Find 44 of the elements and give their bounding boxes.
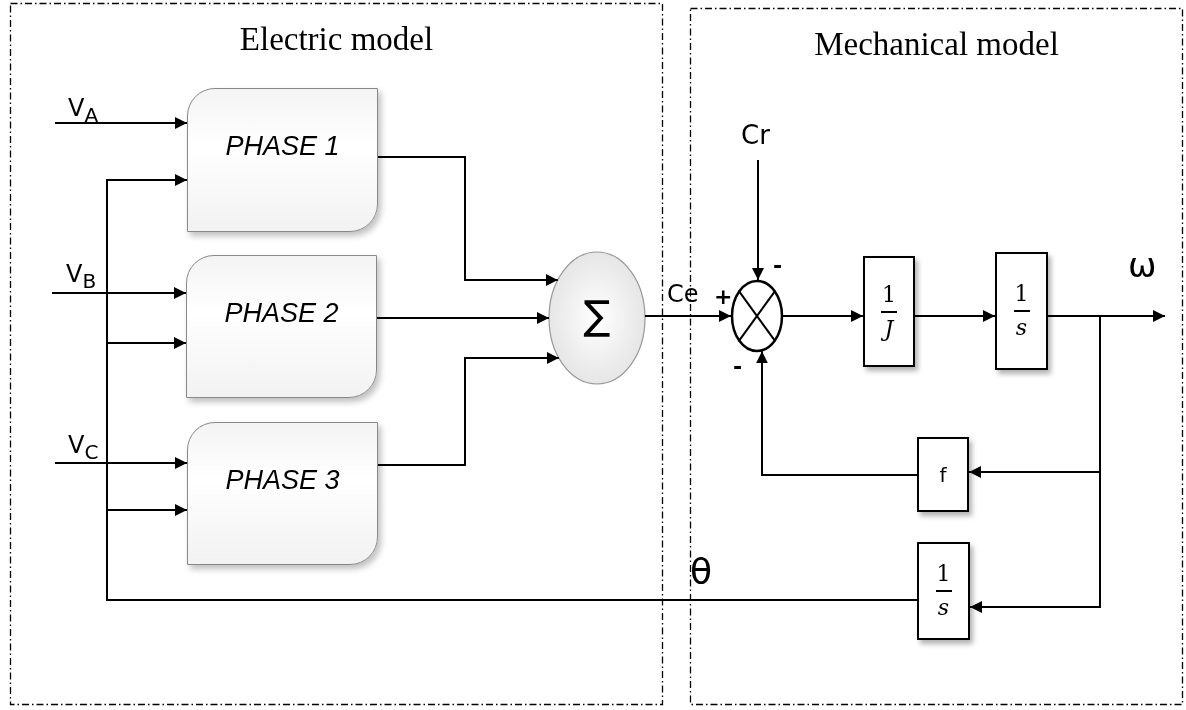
arrow: [969, 315, 1101, 613]
arrow: [782, 310, 864, 322]
region-title: Mechanical model: [814, 26, 1059, 63]
region-title: Electric model: [239, 21, 434, 58]
edge-label: Ce: [667, 282, 699, 306]
sign-label: -: [733, 356, 743, 378]
arrow: [377, 156, 559, 286]
arrow: [644, 310, 732, 322]
block-label: PHASE 1: [224, 131, 341, 162]
denominator: s: [937, 595, 950, 621]
numerator: 1: [882, 281, 896, 308]
edge-label: V$_{C}$: [68, 433, 99, 462]
gain-block: [917, 437, 969, 512]
arrow: [914, 310, 996, 322]
edge-label: Cr: [741, 122, 770, 148]
phase-block: [187, 88, 378, 232]
phase-block: [187, 422, 378, 565]
summation-ellipse: [549, 252, 645, 384]
arrow: [377, 352, 560, 466]
arrow: [51, 287, 187, 299]
sigma-symbol: ∑: [582, 291, 612, 340]
transfer-function-block: [995, 252, 1048, 370]
arrow: [54, 457, 188, 469]
block-label: f: [939, 461, 947, 488]
arrow: [752, 159, 764, 282]
phase-block: [186, 255, 377, 398]
numerator: 1: [936, 561, 951, 587]
model-region: [10, 3, 663, 705]
edge-label: V$_{A}$: [68, 96, 99, 125]
sign-label: -: [773, 255, 783, 277]
block-label: PHASE 3: [224, 465, 341, 496]
arrow: [54, 117, 188, 129]
transfer-function-block: [917, 542, 970, 640]
arrow: [756, 350, 918, 476]
summing-junction: [731, 280, 783, 352]
edge-label: θ: [690, 554, 713, 590]
sign-label: +: [714, 286, 733, 308]
block-label: PHASE 2: [223, 298, 340, 329]
arrow: [376, 312, 550, 324]
numerator: 1: [1014, 281, 1029, 307]
edge-label: ω: [1128, 248, 1157, 282]
edge-label: V$_{B}$: [66, 262, 97, 291]
denominator: s: [1015, 315, 1028, 341]
transfer-function-block: [863, 256, 915, 367]
